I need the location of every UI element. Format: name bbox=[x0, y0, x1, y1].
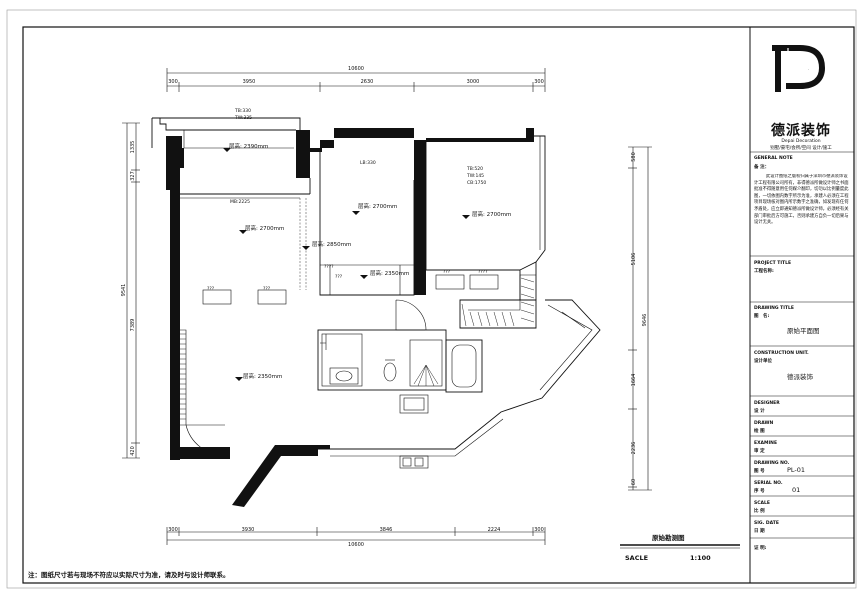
middle-room-note: LB:330 bbox=[360, 160, 376, 166]
balcony-note-1: TB:330 bbox=[234, 108, 251, 114]
dim-right-seg-2: 5106 bbox=[631, 253, 637, 266]
dim-top-seg-4: 3000 bbox=[467, 79, 480, 85]
construction-name: 德派装饰 bbox=[787, 372, 814, 381]
outer-border bbox=[6, 9, 857, 589]
dim-right-total: 9646 bbox=[642, 314, 648, 327]
balcony-height: 层高: 2390mm bbox=[229, 142, 268, 150]
drawing-name-label: 图 名: bbox=[754, 312, 769, 319]
dim-bottom-seg-4: 2224 bbox=[488, 527, 501, 533]
examine-label: 审 定 bbox=[754, 447, 765, 454]
designer-head: DESIGNER bbox=[754, 400, 780, 406]
dim-bottom-seg-5: 300 bbox=[534, 527, 544, 533]
mark-3: ??? bbox=[335, 274, 343, 280]
dim-right-seg-3: 1664 bbox=[631, 374, 637, 387]
living-main-height: 层高: 2350mm bbox=[243, 372, 282, 380]
dim-top-seg-3: 2630 bbox=[361, 79, 374, 85]
bottom-dimensions: 300 3930 3846 2224 300 10600 bbox=[166, 527, 546, 548]
dim-top-total: 10600 bbox=[348, 66, 364, 72]
scale-head: SCALE bbox=[754, 500, 770, 506]
mark-2: ??? bbox=[263, 286, 271, 292]
dim-left-total: 9541 bbox=[121, 284, 127, 297]
mark-4: ??? bbox=[443, 269, 451, 275]
examine-head: EXAMINE bbox=[754, 440, 777, 446]
drawing-no-label: 图 号 bbox=[754, 467, 765, 474]
right-room-height: 层高: 2700mm bbox=[472, 210, 511, 218]
dim-left-seg-2: 327 bbox=[130, 171, 136, 181]
mark-1: ??? bbox=[207, 286, 215, 292]
serial-no: 01 bbox=[792, 486, 800, 494]
drawn-label: 绘 图 bbox=[754, 427, 765, 434]
project-title-head: PROJECT TITLE bbox=[754, 260, 791, 266]
left-dimensions: 1335 327 7389 420 9541 bbox=[121, 122, 140, 459]
designer-label: 设 计 bbox=[754, 407, 765, 414]
title-block: D 德派装饰 Depai Decoration 别墅/豪宅/会所/空间 设计/施… bbox=[750, 45, 854, 551]
general-note-box: 此设计图纸之版权归属于深圳市德派装饰设计工程有限公司所有，非得德派所做设计师之书… bbox=[754, 174, 849, 226]
drawn-head: DRAWN bbox=[754, 420, 773, 426]
brand-en: Depai Decoration bbox=[781, 138, 820, 144]
dim-right-seg-1: 580 bbox=[631, 152, 637, 162]
dim-top-seg-5: 300 bbox=[534, 79, 544, 85]
construction-head: CONSTRUCTION UNIT. bbox=[754, 350, 809, 356]
serial-head: SERIAL NO. bbox=[754, 480, 783, 486]
logo-letter: D bbox=[808, 69, 809, 71]
construction-label: 设计单位 bbox=[754, 357, 772, 364]
mark-5: ???? bbox=[478, 269, 488, 275]
floor-plan bbox=[151, 117, 601, 507]
right-room-note-3: CB:1750 bbox=[467, 180, 486, 186]
footnote: 注：图纸尺寸若与现场不符应以实际尺寸为准，请及时与设计师联系。 bbox=[28, 570, 230, 579]
date-head: SIG. DATE bbox=[754, 520, 779, 526]
dim-left-seg-4: 420 bbox=[130, 446, 136, 456]
dim-top-seg-1: 300 bbox=[168, 79, 178, 85]
scale-label: 比 例 bbox=[754, 507, 765, 514]
drawing-name: 原始平面图 bbox=[787, 326, 820, 335]
general-note-text: 此设计图纸之版权归属于深圳市德派装饰设计工程有限公司所有，非得德派所做设计师之书… bbox=[754, 174, 849, 226]
level-markers bbox=[223, 148, 470, 381]
dim-bottom-seg-1: 300 bbox=[168, 527, 178, 533]
project-name-label: 工程名称: bbox=[754, 267, 774, 274]
serial-label: 序 号 bbox=[753, 487, 765, 494]
corridor-height: 层高: 2850mm bbox=[312, 240, 351, 248]
drawing-no: PL-01 bbox=[787, 466, 805, 474]
plan-caption: 原始勘测图 SACLE 1:100 bbox=[620, 533, 740, 562]
drawing-no-head: DRAWING NO. bbox=[754, 460, 790, 466]
drawing-title-head: DRAWING TITLE bbox=[754, 305, 794, 311]
general-note-head: GENERAL NOTE bbox=[754, 155, 793, 161]
living-upper-height: 层高: 2700mm bbox=[245, 224, 284, 232]
balcony-note-2: TW:335 bbox=[234, 115, 252, 121]
caption-scale-value: 1:100 bbox=[690, 554, 711, 562]
dim-right-seg-4: 2236 bbox=[631, 442, 637, 455]
niche-height: 层高: 2350mm bbox=[370, 269, 409, 277]
logo: D bbox=[772, 45, 826, 92]
middle-room-height: 层高: 2700mm bbox=[358, 202, 397, 210]
caption-scale-label: SACLE bbox=[625, 554, 648, 562]
right-dimensions: 580 5106 1664 2236 60 9646 bbox=[628, 146, 652, 491]
caption-title: 原始勘测图 bbox=[652, 533, 685, 542]
date-label: 日 期 bbox=[754, 527, 765, 534]
brand-name: 德派装饰 bbox=[771, 122, 831, 139]
top-dimensions: 10600 300 3950 2630 3000 300 bbox=[166, 66, 546, 92]
sign-label: 证 明: bbox=[754, 544, 767, 551]
right-room-note-2: TW:145 bbox=[466, 173, 484, 179]
inner-border bbox=[22, 26, 855, 584]
right-room-note-1: TB:520 bbox=[466, 166, 483, 172]
dim-top-seg-2: 3950 bbox=[243, 79, 256, 85]
dim-right-seg-5: 60 bbox=[631, 479, 637, 485]
living-upper-note: MB:2225 bbox=[230, 199, 250, 205]
dim-bottom-total: 10600 bbox=[348, 542, 364, 548]
dim-left-seg-1: 1335 bbox=[130, 141, 136, 154]
dim-bottom-seg-3: 3846 bbox=[380, 527, 393, 533]
room-labels: TB:330 TW:335 层高: 2390mm MB:2225 层高: 270… bbox=[207, 108, 511, 380]
dim-bottom-seg-2: 3930 bbox=[242, 527, 255, 533]
dim-left-seg-3: 7389 bbox=[130, 319, 136, 332]
brand-sub: 别墅/豪宅/会所/空间 设计/施工 bbox=[770, 144, 832, 151]
general-note-label: 备 注： bbox=[753, 163, 769, 170]
mark-6: ???? bbox=[324, 264, 334, 270]
